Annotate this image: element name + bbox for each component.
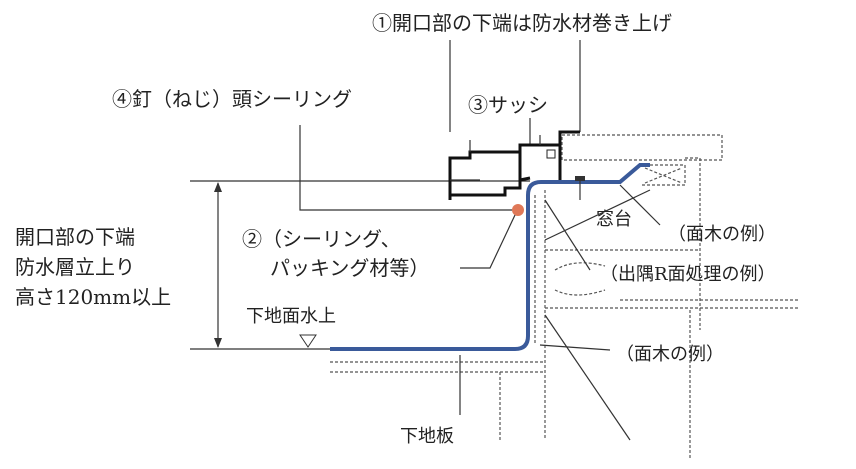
base-water-label: 下地面水上 (246, 306, 336, 327)
height-label-line2: 防水層立上り (15, 255, 135, 279)
corner-r-example (554, 262, 606, 296)
note2-label-line2: パッキング材等） (270, 256, 429, 280)
leader-chamfer-top (619, 184, 661, 226)
note1-label: ①開口部の下端は防水材巻き上げ (372, 11, 672, 35)
waterproof-membrane (330, 163, 650, 351)
hatch-line (544, 314, 631, 441)
dim-arrow-down-icon (214, 338, 222, 348)
sash (448, 130, 580, 200)
leader-corner-r (544, 199, 591, 271)
chamfer-cross-line (644, 167, 683, 184)
chamfer-bottom-label: （面木の例） (616, 344, 724, 365)
chamfer-top-label: （面木の例） (668, 224, 776, 245)
corner-r-label: （出隅R面処理の例） (600, 264, 776, 285)
water-level-triangle-icon (299, 334, 317, 348)
note2-label-line1: ②（シーリング、 (242, 227, 401, 251)
note4-label: ④釘（ねじ）頭シーリング (112, 87, 352, 111)
sill-post (685, 157, 701, 330)
height-label-line3: 高さ120mm以上 (15, 285, 171, 309)
substrate-label: 下地板 (400, 426, 454, 447)
chamfer-cross-line (644, 167, 683, 184)
sill-label: 窓台 (596, 209, 632, 230)
sill-board (561, 134, 723, 161)
note3-label: ③サッシ (468, 93, 548, 117)
leader-note2 (460, 214, 516, 269)
leader-note4 (299, 125, 512, 211)
chamfer-top-block (640, 164, 686, 186)
height-label-line1: 開口部の下端 (15, 225, 135, 249)
sealant-dot (512, 204, 524, 216)
leader-chamfer-bottom (539, 344, 611, 351)
dim-arrow-up-icon (214, 182, 222, 192)
screw-head-icon (575, 176, 585, 181)
